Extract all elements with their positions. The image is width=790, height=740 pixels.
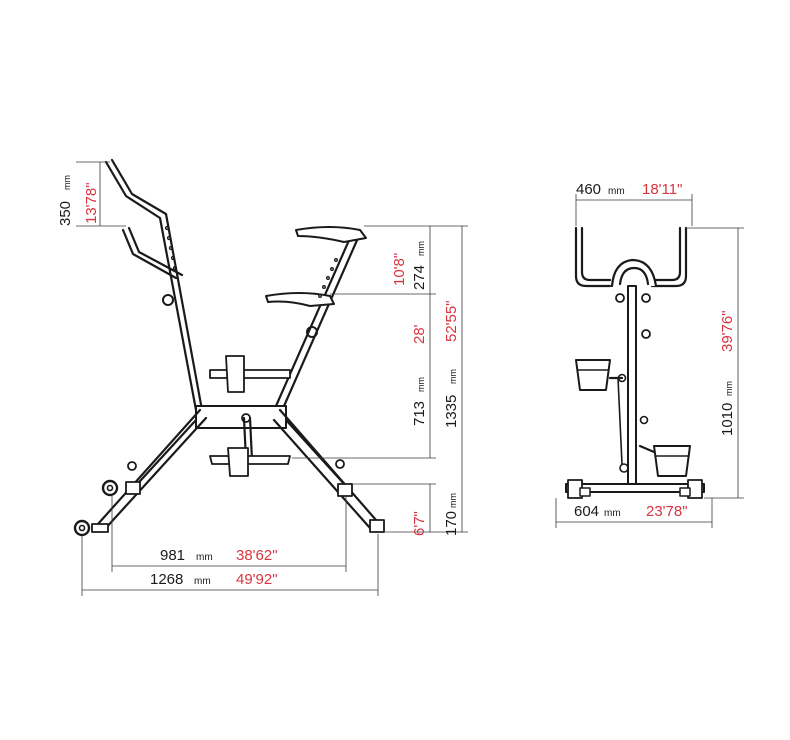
svg-text:460: 460 [576, 181, 601, 198]
svg-text:28': 28' [411, 324, 428, 344]
front-view-bike [565, 226, 705, 499]
side-dimension-lines [76, 161, 468, 596]
svg-text:38'62": 38'62" [236, 547, 278, 564]
svg-text:mm: mm [416, 377, 426, 392]
dim-front-height: 39'76" 1010 mm [719, 310, 736, 436]
wheel-front-icon [73, 519, 91, 537]
svg-text:52'55": 52'55" [443, 300, 460, 342]
svg-text:604: 604 [574, 503, 599, 520]
svg-text:mm: mm [196, 552, 213, 563]
svg-text:1010: 1010 [719, 403, 736, 436]
lower-seat [265, 292, 335, 307]
svg-text:mm: mm [604, 508, 621, 519]
svg-text:13'78": 13'78" [83, 182, 100, 224]
svg-text:6'7": 6'7" [411, 511, 428, 536]
wheel-rear-icon [101, 479, 119, 497]
svg-text:mm: mm [194, 576, 211, 587]
dim-inner-length: 981 mm 38'62" [160, 547, 278, 564]
dim-total-height: 52'55" 1335 mm [443, 300, 460, 428]
knob-icon [162, 294, 174, 306]
svg-text:23'78": 23'78" [646, 503, 688, 520]
front-dimension-lines [555, 194, 744, 528]
svg-text:350: 350 [57, 201, 74, 226]
svg-text:39'76": 39'76" [719, 310, 736, 352]
dim-total-length: 1268 mm 49'92" [150, 571, 278, 588]
svg-text:1335: 1335 [443, 395, 460, 428]
svg-text:981: 981 [160, 547, 185, 564]
svg-text:10'8": 10'8" [391, 253, 408, 286]
svg-text:mm: mm [724, 381, 734, 396]
svg-text:mm: mm [416, 241, 426, 256]
upper-seat [295, 226, 367, 243]
dim-handlebar: 350 mm 13'78" [57, 175, 100, 226]
svg-text:713: 713 [411, 401, 428, 426]
svg-text:274: 274 [411, 265, 428, 290]
svg-text:18'11": 18'11" [642, 181, 682, 198]
central-frame [195, 405, 287, 429]
svg-text:170: 170 [443, 511, 460, 536]
svg-text:49'92": 49'92" [236, 571, 278, 588]
side-view-bike [73, 158, 385, 537]
dim-pedal-height: 6'7" 170 mm [411, 493, 460, 536]
adjust-holes-front [164, 225, 178, 271]
dim-seat-low: 28' 713 mm [411, 324, 428, 426]
svg-text:mm: mm [608, 186, 625, 197]
svg-text:1268: 1268 [150, 571, 183, 588]
dim-seat-adjust: 10'8" 274 mm [391, 241, 428, 290]
svg-text:mm: mm [62, 175, 72, 190]
dim-top-width: 460 mm 18'11" [576, 181, 682, 198]
svg-text:mm: mm [448, 493, 458, 508]
dim-base-width: 604 mm 23'78" [574, 503, 688, 520]
svg-text:mm: mm [448, 369, 458, 384]
